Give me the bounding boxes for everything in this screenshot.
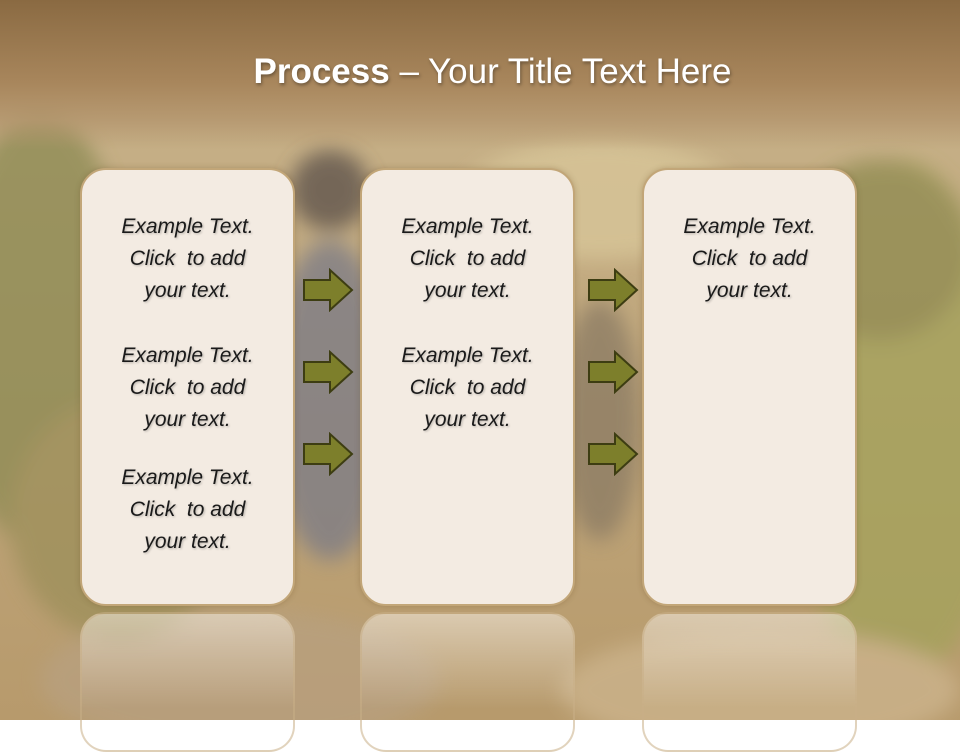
line: your text. bbox=[706, 279, 793, 302]
line: Example Text. bbox=[121, 215, 254, 238]
line: Example Text. bbox=[401, 215, 534, 238]
card-reflection-3 bbox=[642, 612, 857, 752]
line: Example Text. bbox=[401, 344, 534, 367]
card-reflection-2 bbox=[360, 612, 575, 752]
line: Click to add bbox=[409, 376, 526, 399]
slide-title[interactable]: Process – Your Title Text Here bbox=[0, 52, 960, 92]
card-reflection-1 bbox=[80, 612, 295, 752]
line: Click to add bbox=[129, 498, 246, 521]
line: your text. bbox=[424, 279, 511, 302]
line: your text. bbox=[424, 408, 511, 431]
right-arrow-icon[interactable] bbox=[587, 350, 639, 394]
right-arrow-icon[interactable] bbox=[587, 432, 639, 476]
title-bar bbox=[0, 0, 960, 150]
line: your text. bbox=[144, 279, 231, 302]
line: Click to add bbox=[691, 247, 808, 270]
right-arrow-icon[interactable] bbox=[302, 350, 354, 394]
right-arrow-icon[interactable] bbox=[302, 432, 354, 476]
process-card-2[interactable] bbox=[360, 168, 575, 606]
line: Example Text. bbox=[683, 215, 816, 238]
card-2-text-1[interactable]: Example Text. Click to add your text. bbox=[360, 211, 575, 307]
card-2-text-2[interactable]: Example Text. Click to add your text. bbox=[360, 340, 575, 436]
process-card-3[interactable] bbox=[642, 168, 857, 606]
right-arrow-icon[interactable] bbox=[587, 268, 639, 312]
line: Click to add bbox=[409, 247, 526, 270]
line: your text. bbox=[144, 408, 231, 431]
right-arrow-icon[interactable] bbox=[302, 268, 354, 312]
line: Example Text. bbox=[121, 466, 254, 489]
line: Click to add bbox=[129, 376, 246, 399]
card-1-text-1[interactable]: Example Text. Click to add your text. bbox=[80, 211, 295, 307]
line: Click to add bbox=[129, 247, 246, 270]
title-bold: Process bbox=[253, 52, 390, 91]
card-1-text-3[interactable]: Example Text. Click to add your text. bbox=[80, 462, 295, 558]
title-rest: – Your Title Text Here bbox=[389, 52, 732, 91]
line: Example Text. bbox=[121, 344, 254, 367]
line: your text. bbox=[144, 530, 231, 553]
process-card-1[interactable] bbox=[80, 168, 295, 606]
card-3-text-1[interactable]: Example Text. Click to add your text. bbox=[642, 211, 857, 307]
card-1-text-2[interactable]: Example Text. Click to add your text. bbox=[80, 340, 295, 436]
